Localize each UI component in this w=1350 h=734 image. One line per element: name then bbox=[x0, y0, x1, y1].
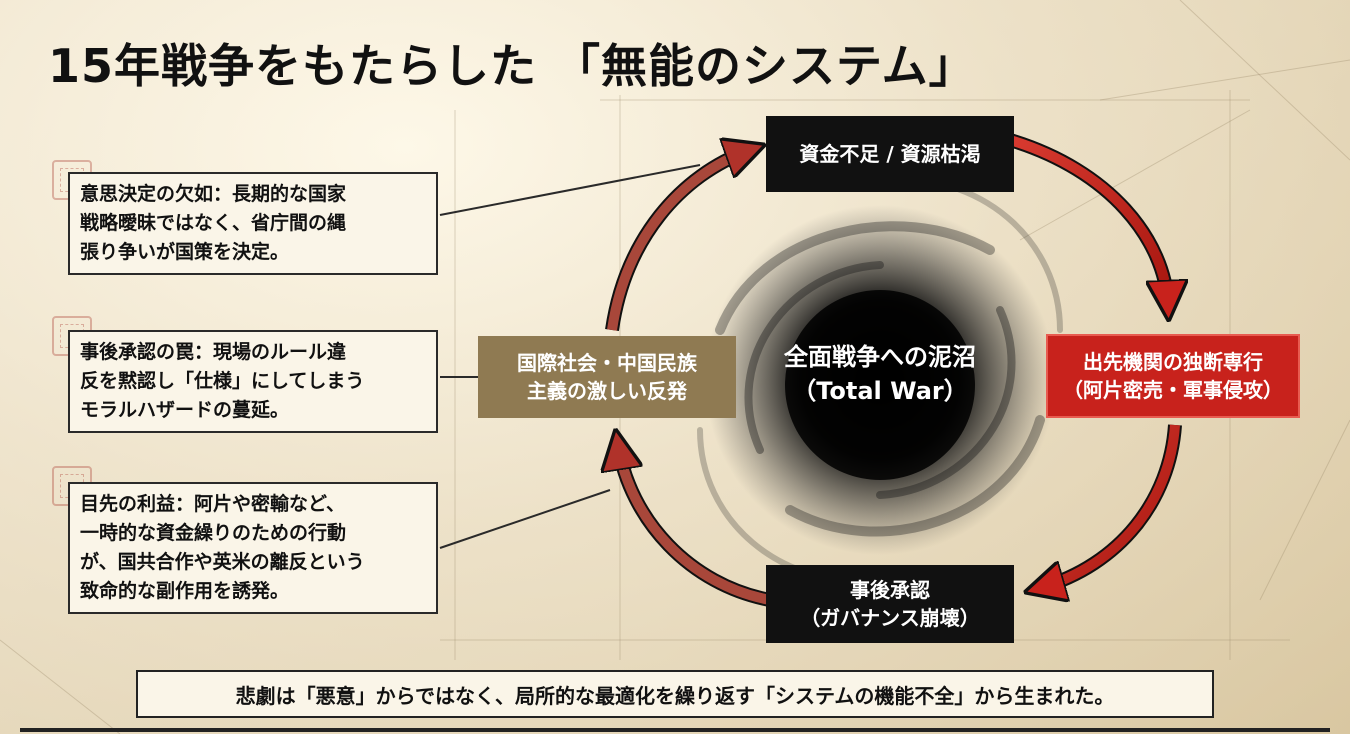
node-post-approval: 事後承認 （ガバナンス崩壊） bbox=[766, 565, 1014, 643]
note-line: 致命的な副作用を誘発。 bbox=[80, 580, 290, 602]
vortex-icon bbox=[697, 176, 1063, 584]
note-line: 一時的な資金繰りのための行動 bbox=[80, 522, 347, 544]
node-label: 事後承認 bbox=[850, 578, 930, 602]
node-label: （阿片密売・軍事侵攻） bbox=[1063, 378, 1283, 402]
note-line: 事後承認の罠：現場のルール違 bbox=[80, 341, 347, 363]
center-line: （Total War） bbox=[792, 377, 968, 405]
cycle-arrow-icon bbox=[612, 133, 1175, 607]
note-line: 張り争いが国策を決定。 bbox=[80, 241, 290, 263]
node-fund-shortage: 資金不足 / 資源枯渇 bbox=[766, 116, 1014, 192]
note-line: 目先の利益：阿片や密輸など、 bbox=[80, 493, 346, 515]
center-label: 全面戦争への泥沼 （Total War） bbox=[760, 340, 1000, 408]
note-line: が、国共合作や英米の離反という bbox=[80, 551, 365, 573]
note-post-approval-trap: 事後承認の罠：現場のルール違 反を黙認し「仕様」にしてしまう モラルハザードの蔓… bbox=[68, 330, 438, 433]
node-international-backlash: 国際社会・中国民族 主義の激しい反発 bbox=[478, 336, 736, 418]
node-label: 資金不足 / 資源枯渇 bbox=[799, 142, 981, 166]
note-line: 意思決定の欠如：長期的な国家 bbox=[80, 183, 347, 205]
bottom-rule bbox=[20, 728, 1330, 732]
node-label: （ガバナンス崩壊） bbox=[800, 606, 980, 630]
node-label: 国際社会・中国民族 bbox=[517, 351, 697, 375]
conclusion-banner: 悲劇は「悪意」からではなく、局所的な最適化を繰り返す「システムの機能不全」から生… bbox=[136, 670, 1214, 718]
page-title: 15年戦争をもたらした 「無能のシステム」 bbox=[48, 39, 976, 93]
note-short-term-gain: 目先の利益：阿片や密輸など、 一時的な資金繰りのための行動 が、国共合作や英米の… bbox=[68, 482, 438, 614]
node-field-arbitrary-action: 出先機関の独断専行 （阿片密売・軍事侵攻） bbox=[1046, 334, 1300, 418]
note-line: モラルハザードの蔓延。 bbox=[80, 399, 290, 421]
node-label: 主義の激しい反発 bbox=[527, 379, 687, 403]
note-line: 反を黙認し「仕様」にしてしまう bbox=[80, 370, 365, 392]
note-decision-lack: 意思決定の欠如：長期的な国家 戦略曖昧ではなく、省庁間の縄 張り争いが国策を決定… bbox=[68, 172, 438, 275]
center-line: 全面戦争への泥沼 bbox=[784, 343, 976, 371]
node-label: 出先機関の独断専行 bbox=[1083, 350, 1263, 374]
note-line: 戦略曖昧ではなく、省庁間の縄 bbox=[80, 212, 347, 234]
note-leader-lines bbox=[439, 164, 701, 549]
